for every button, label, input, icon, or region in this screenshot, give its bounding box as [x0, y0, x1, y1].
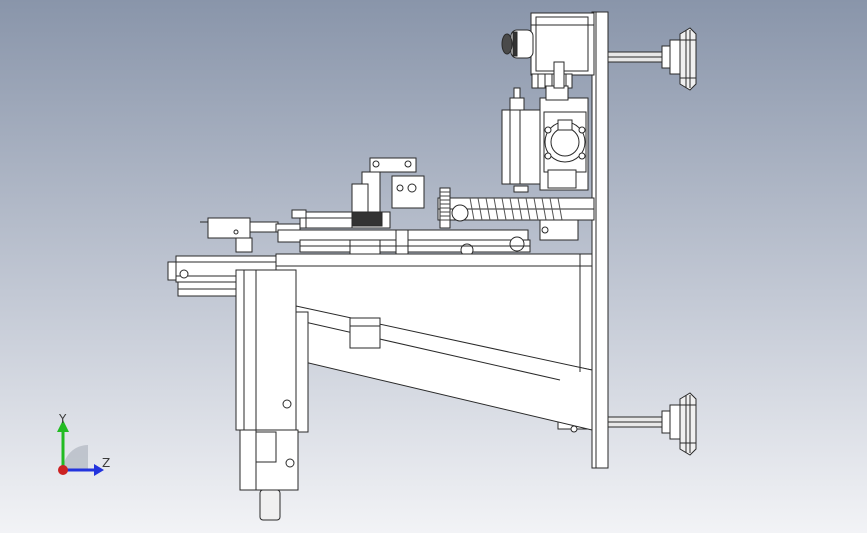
upper-levelling-foot[interactable] — [607, 27, 697, 91]
lead-screw-drive[interactable] — [437, 197, 595, 241]
motor-end-cap[interactable] — [501, 29, 534, 59]
coordinate-triad: Y Z — [40, 408, 130, 488]
gripper-arm[interactable] — [291, 157, 425, 229]
spring-coil[interactable] — [439, 187, 451, 229]
vertical-column[interactable] — [235, 269, 309, 433]
z-axis-label: Z — [102, 456, 111, 470]
base-beam[interactable] — [275, 253, 593, 431]
y-axis-label: Y — [59, 412, 67, 426]
slide-table[interactable] — [277, 229, 531, 257]
back-plate[interactable] — [591, 11, 609, 469]
servo-gearbox[interactable] — [501, 61, 589, 193]
coordinate-triad-icon — [57, 420, 104, 476]
bottom-actuator[interactable] — [239, 429, 299, 521]
